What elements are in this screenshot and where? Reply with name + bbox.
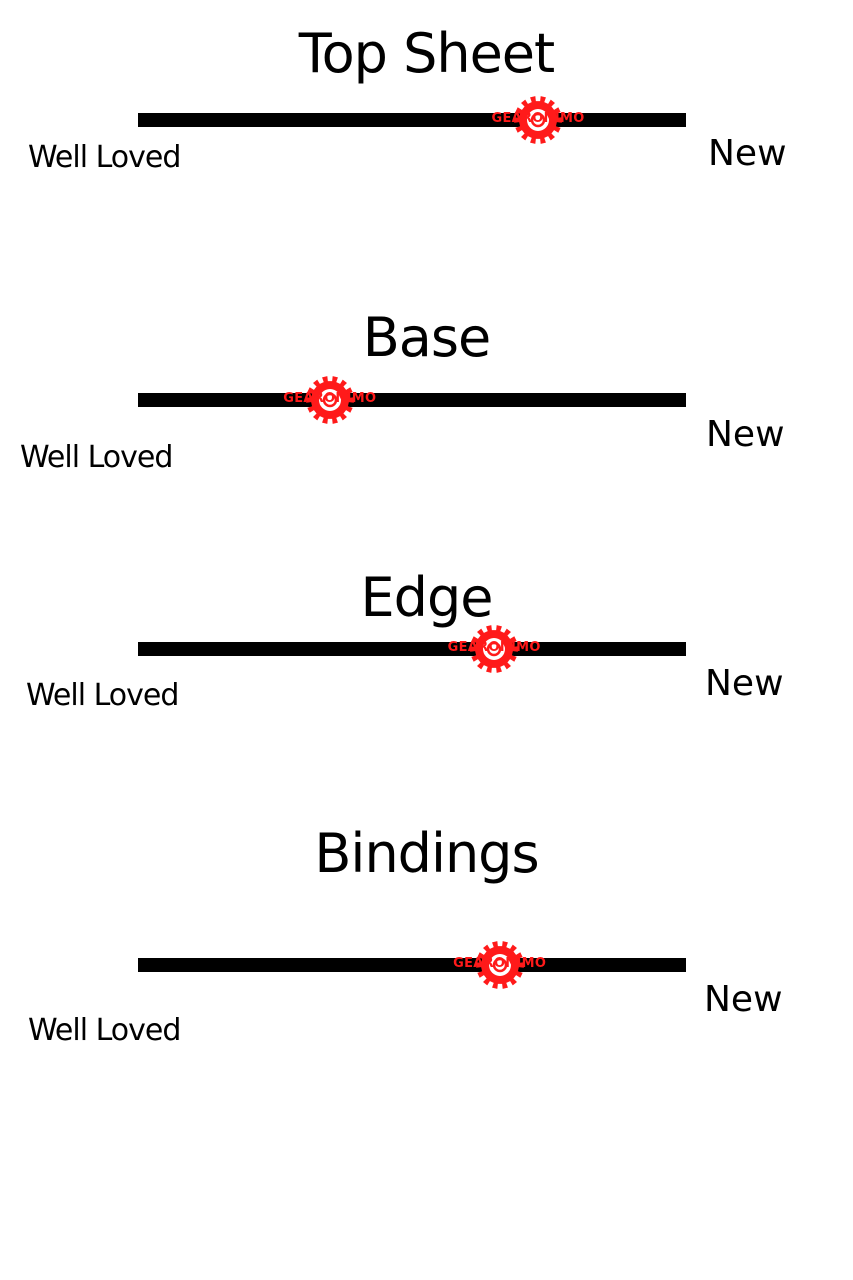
rating-marker: GEARONIMO — [478, 96, 598, 146]
brand-text: GEARONIMO — [283, 391, 377, 406]
well-loved-label: Well Loved — [28, 140, 181, 175]
well-loved-label: Well Loved — [20, 440, 173, 475]
brand-text: GEARONIMO — [447, 640, 541, 655]
brand-text: GEARONIMO — [491, 111, 585, 126]
rating-title: Bindings — [314, 822, 539, 885]
rating-title: Edge — [360, 566, 494, 629]
new-label: New — [704, 979, 783, 1020]
rating-bar — [138, 958, 686, 972]
new-label: New — [705, 663, 784, 704]
well-loved-label: Well Loved — [26, 678, 179, 713]
rating-title: Top Sheet — [298, 22, 555, 85]
new-label: New — [708, 133, 787, 174]
rating-bar — [138, 393, 686, 407]
new-label: New — [706, 414, 785, 455]
rating-marker: GEARONIMO — [440, 941, 560, 991]
well-loved-label: Well Loved — [28, 1013, 181, 1048]
brand-text: GEARONIMO — [453, 956, 547, 971]
gear-icon — [514, 96, 562, 144]
gear-icon — [305, 376, 354, 424]
gear-icon — [475, 941, 524, 989]
rating-bar — [138, 642, 686, 656]
rating-marker: GEARONIMO — [270, 376, 390, 426]
gear-icon — [470, 625, 519, 673]
rating-bar — [138, 113, 686, 127]
rating-marker: GEARONIMO — [434, 625, 554, 675]
rating-title: Base — [362, 306, 492, 369]
